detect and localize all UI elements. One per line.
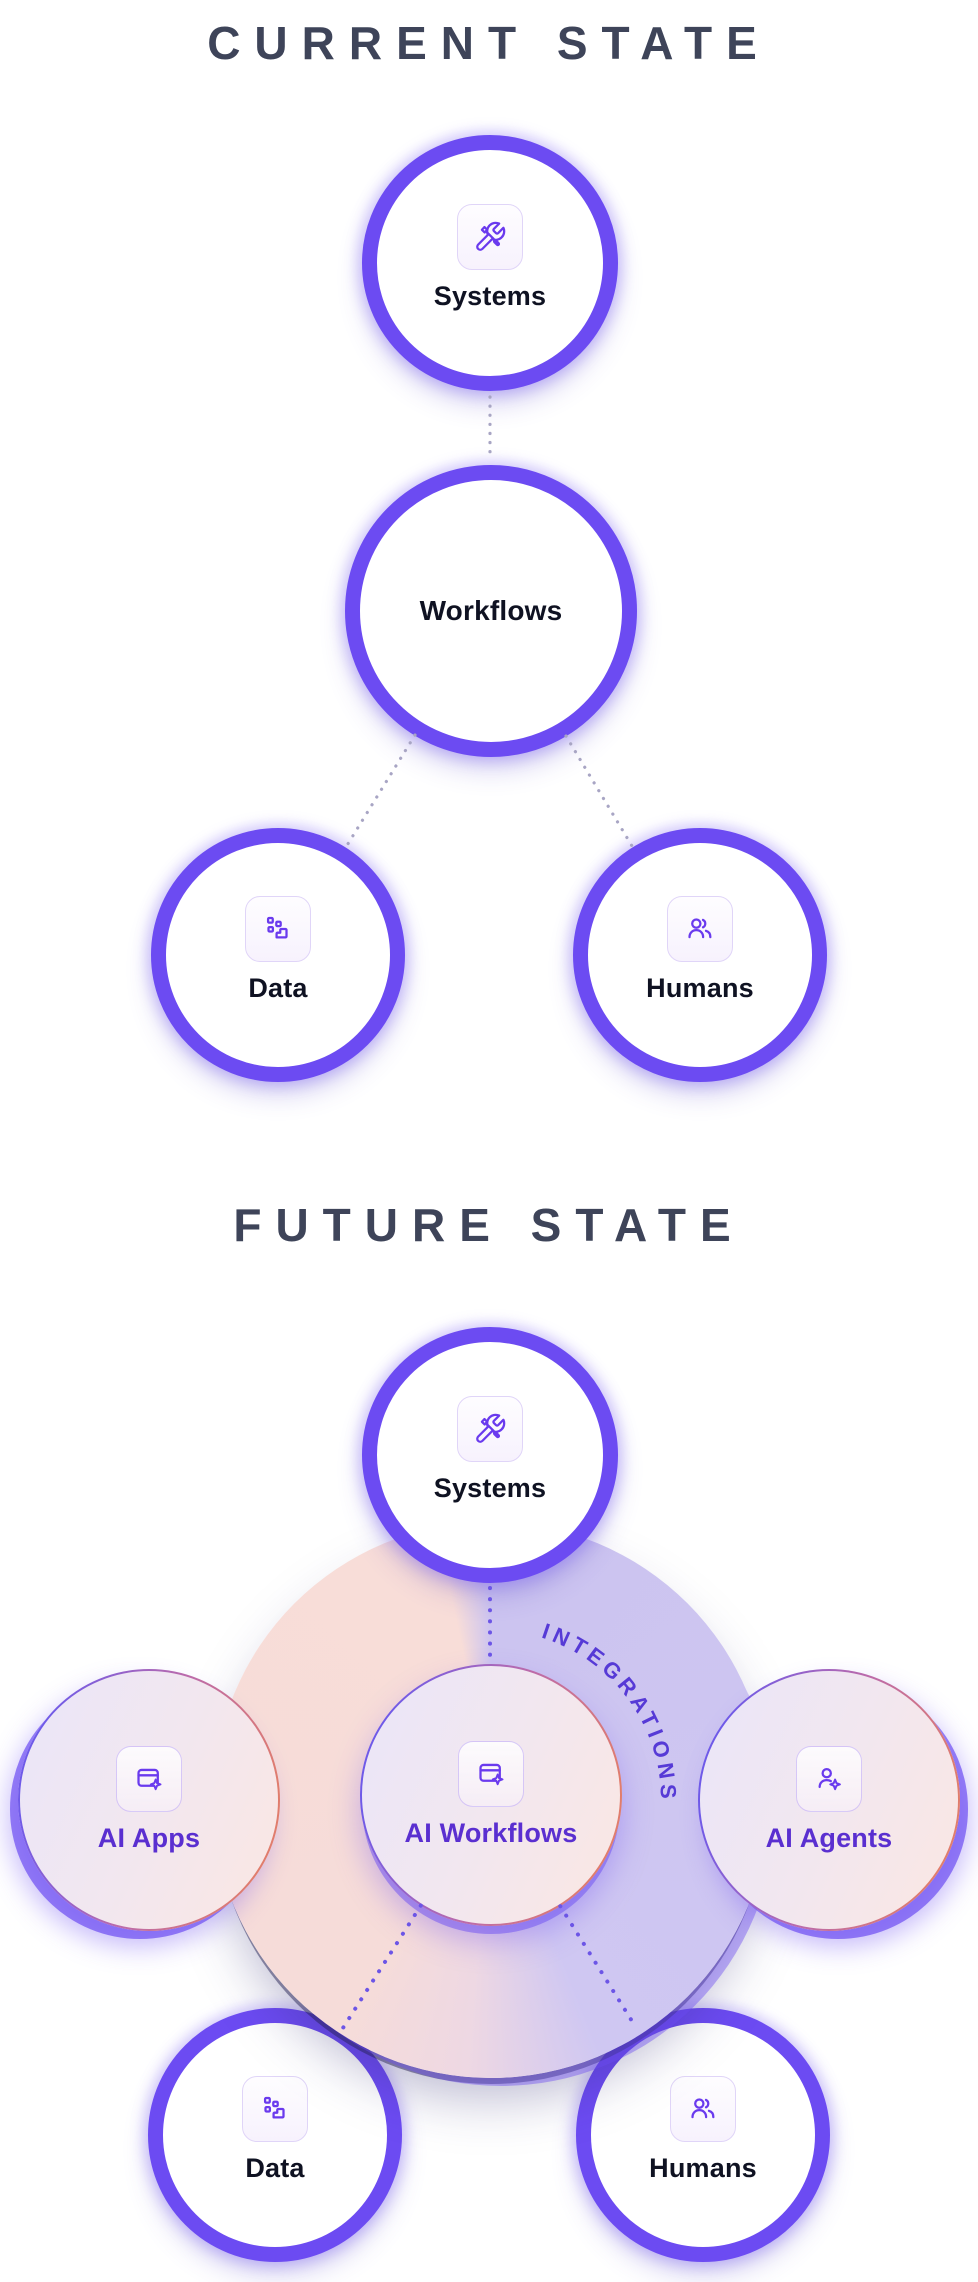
systems-icon-box — [456, 204, 523, 270]
node-ai-workflows-label: AI Workflows — [404, 1818, 578, 1848]
humans-future-icon-box — [669, 2076, 736, 2142]
ai-agents-icon-box — [796, 1746, 862, 1812]
node-systems-current-content: Systems — [434, 204, 546, 312]
node-ai-workflows-content: AI Workflows — [362, 1666, 620, 1924]
node-data-future-label: Data — [245, 2153, 305, 2183]
people-icon — [688, 918, 712, 939]
node-systems-current-label: Systems — [433, 281, 547, 311]
node-ai-agents-label: AI Agents — [765, 1823, 893, 1853]
ai-workflows-icon-box — [458, 1741, 524, 1807]
node-humans-future-label: Humans — [649, 2153, 757, 2183]
node-humans-future-content: Humans — [649, 2076, 757, 2184]
person-sparkle-icon — [818, 1767, 841, 1791]
window-sparkle-icon — [479, 1763, 504, 1786]
future-state-title: FUTURE STATE — [233, 1199, 745, 1251]
people-icon — [691, 2098, 715, 2119]
tools-icon — [476, 1413, 506, 1443]
node-ai-apps-content: AI Apps — [20, 1671, 278, 1929]
data-icon — [266, 916, 288, 939]
systems-future-icon-box — [456, 1396, 523, 1462]
node-data-current-label: Data — [248, 973, 308, 1003]
connector-workflows-data — [344, 733, 417, 849]
node-ai-workflows: AI Workflows — [360, 1664, 622, 1926]
data-future-icon-box — [242, 2076, 308, 2142]
node-systems-future: Systems — [362, 1327, 618, 1583]
node-ai-apps-label: AI Apps — [97, 1823, 201, 1853]
window-sparkle-icon — [137, 1768, 162, 1791]
node-workflows-label: Workflows — [419, 595, 563, 626]
node-data-future-content: Data — [242, 2076, 308, 2184]
node-humans-current: Humans — [573, 828, 827, 1082]
node-data-current-content: Data — [245, 896, 311, 1004]
node-systems-future-content: Systems — [434, 1396, 546, 1504]
node-workflows-content: Workflows — [420, 595, 563, 627]
data-icon-box — [245, 896, 311, 962]
node-ai-agents: AI Agents — [698, 1669, 960, 1931]
node-systems-future-label: Systems — [433, 1473, 547, 1503]
current-state-title: CURRENT STATE — [207, 17, 771, 69]
node-ai-agents-content: AI Agents — [700, 1671, 958, 1929]
data-icon — [263, 2096, 285, 2119]
ai-apps-icon-box — [116, 1746, 182, 1812]
node-systems-current: Systems — [362, 135, 618, 391]
node-humans-current-content: Humans — [646, 896, 754, 1004]
connector-workflows-humans — [564, 734, 634, 848]
tools-icon — [476, 221, 506, 251]
node-workflows: Workflows — [345, 465, 637, 757]
humans-icon-box — [666, 896, 733, 962]
node-ai-apps: AI Apps — [18, 1669, 280, 1931]
node-data-current: Data — [151, 828, 405, 1082]
node-humans-current-label: Humans — [646, 973, 754, 1003]
